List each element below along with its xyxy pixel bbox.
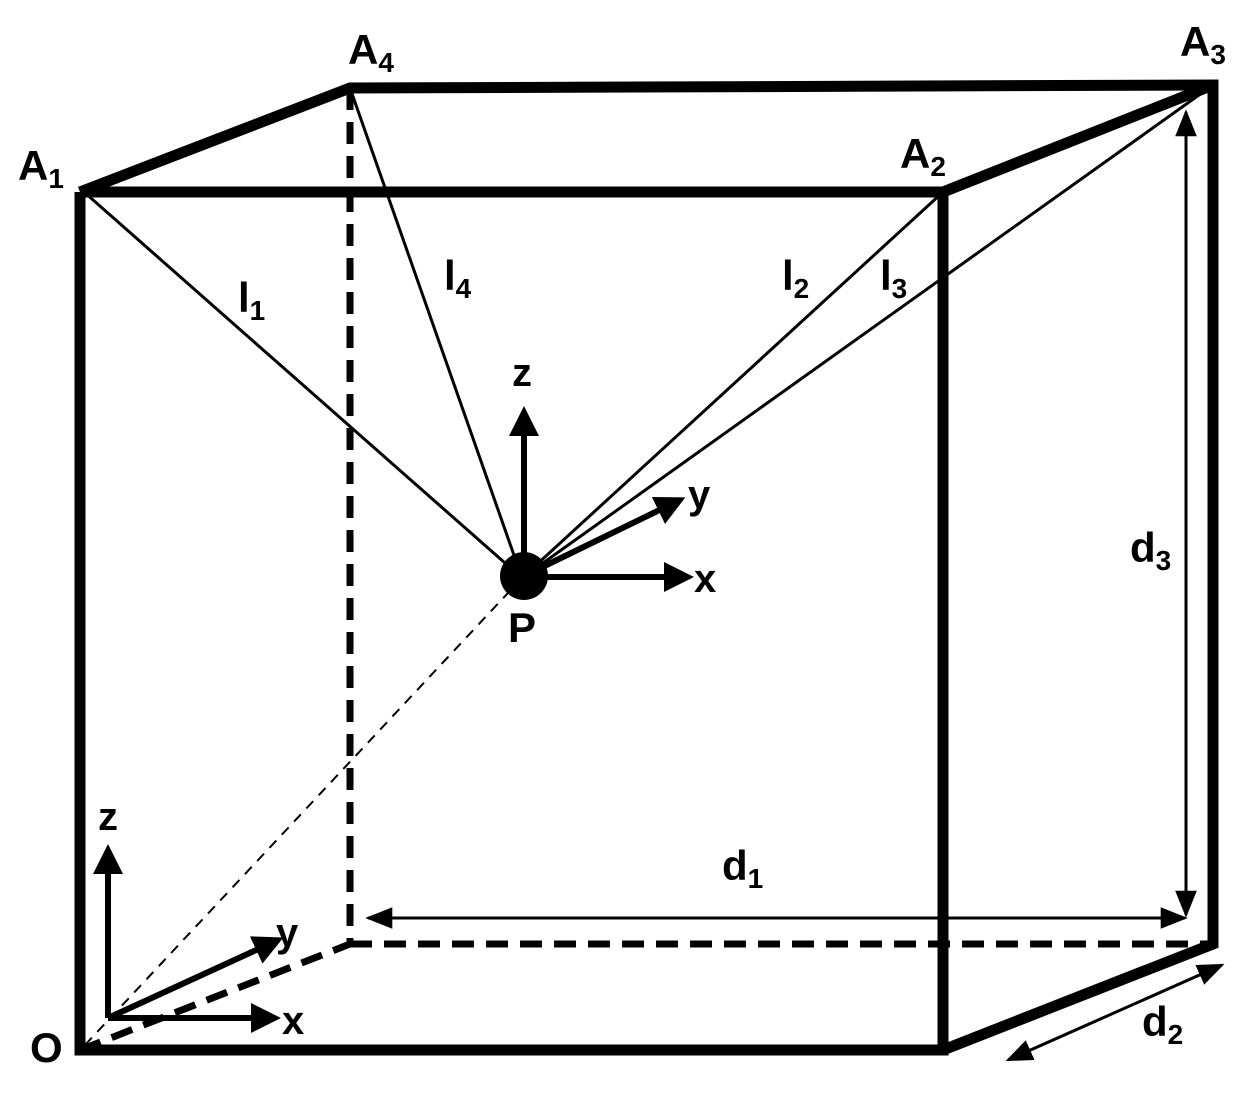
label-origin-z-axis: z bbox=[98, 795, 118, 839]
top-right-edge bbox=[940, 79, 1216, 198]
d2-dimension-arrow bbox=[1005, 963, 1225, 1062]
label-l2: l2 bbox=[782, 252, 809, 304]
platform-point-p bbox=[500, 552, 548, 600]
hidden-left-bottom-edge bbox=[78, 940, 352, 1054]
label-l1: l1 bbox=[238, 274, 265, 326]
label-p: P bbox=[508, 604, 536, 651]
label-a2: A2 bbox=[900, 130, 946, 182]
label-d3: d3 bbox=[1130, 524, 1171, 576]
label-d2: d2 bbox=[1142, 998, 1183, 1050]
cable-l1 bbox=[83, 190, 523, 580]
cable-l4 bbox=[348, 87, 524, 579]
label-l3: l3 bbox=[880, 252, 907, 304]
cable-l2 bbox=[520, 190, 945, 580]
p-y-axis-arrow bbox=[522, 497, 686, 579]
label-p-y-axis: y bbox=[688, 473, 711, 517]
label-p-z-axis: z bbox=[512, 351, 532, 395]
label-origin-o: O bbox=[30, 1024, 63, 1071]
cable-l3 bbox=[521, 83, 1214, 580]
origin-y-axis-arrow bbox=[106, 936, 284, 1021]
label-origin-y-axis: y bbox=[276, 911, 299, 955]
label-a4: A4 bbox=[348, 26, 394, 78]
top-back-edges bbox=[78, 79, 1219, 1056]
label-d1: d1 bbox=[722, 842, 763, 894]
label-origin-x-axis: x bbox=[282, 999, 304, 1043]
origin-to-p-line bbox=[84, 577, 523, 1046]
label-a1: A1 bbox=[18, 142, 64, 194]
label-p-x-axis: x bbox=[694, 557, 716, 601]
label-a3: A3 bbox=[1180, 18, 1226, 70]
label-l4: l4 bbox=[444, 252, 472, 304]
